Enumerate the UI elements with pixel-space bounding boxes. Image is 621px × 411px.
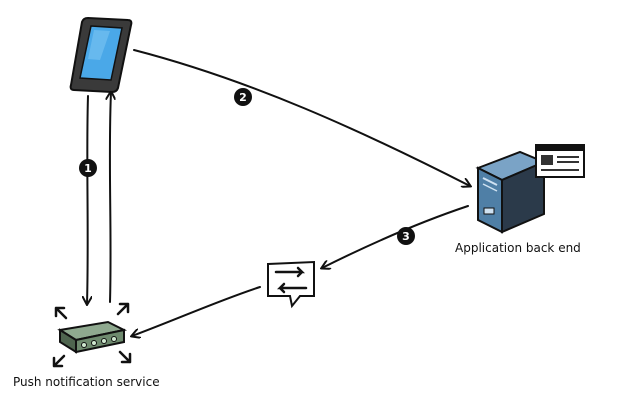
connector-backend-to-message [322,205,469,268]
step-badge-1: 1 [79,159,97,177]
connector-push-to-device [110,92,111,303]
step-number-1: 1 [84,162,92,175]
smartphone-icon [69,16,133,94]
step-number-2: 2 [239,91,247,104]
step-number-3: 3 [402,230,410,243]
step-badge-2: 2 [234,88,252,106]
backend-label: Application back end [455,241,581,255]
message-sync-icon [267,260,315,309]
server-icon [475,144,585,234]
router-icon [52,302,132,368]
connector-message-to-push [132,286,261,336]
connector-device-to-push [87,95,88,304]
step-badge-3: 3 [397,227,415,245]
push-service-label: Push notification service [13,375,160,389]
connectors [87,49,470,336]
connector-device-to-backend [133,49,470,186]
